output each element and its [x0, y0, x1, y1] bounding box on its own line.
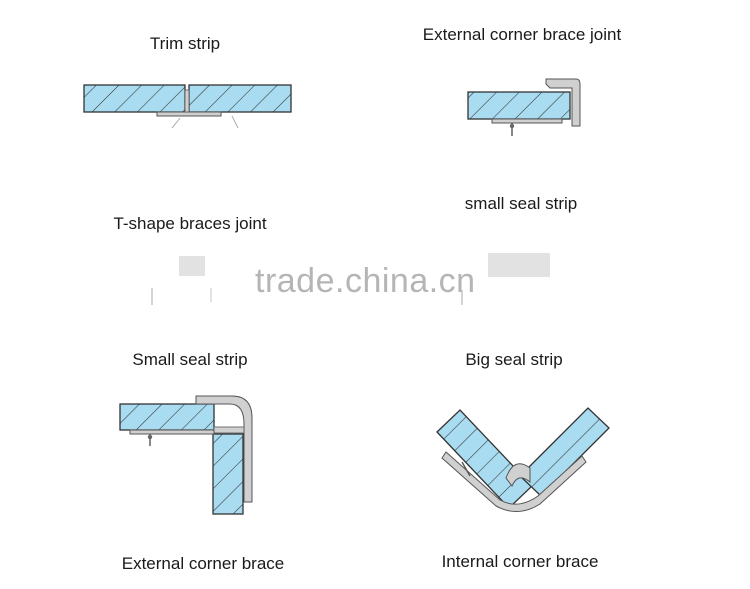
t-profile [179, 256, 205, 276]
internal-corner-brace-diagram [436, 407, 610, 512]
label-t-shape-braces-joint: T-shape braces joint [113, 214, 267, 233]
bottom-profile [129, 429, 215, 435]
label-internal-corner-brace: Internal corner brace [441, 552, 599, 571]
seal-profile [505, 463, 531, 487]
panel-right [188, 84, 292, 113]
corner-profile [441, 451, 587, 512]
label-small-seal-strip-top: small seal strip [464, 194, 578, 213]
trim-stem [184, 89, 190, 113]
label-external-corner-brace-joint: External corner brace joint [422, 25, 622, 44]
label-big-seal-strip: Big seal strip [465, 350, 563, 369]
label-small-seal-strip: Small seal strip [132, 350, 248, 369]
small-seal-strip-top-diagram [461, 253, 550, 305]
inner-profile [213, 426, 245, 434]
trim-profile [156, 111, 222, 117]
watermark: trade.china.cn [255, 262, 476, 300]
panel-horizontal [119, 403, 215, 431]
trim-strip-diagram [83, 84, 292, 129]
panel-vertical [212, 433, 244, 515]
t-shape-braces-joint-diagram [151, 256, 212, 305]
screw [461, 461, 471, 477]
external-corner-brace-diagram [119, 395, 253, 515]
bottom-profile [491, 118, 563, 124]
leader-line [231, 115, 239, 129]
panel-right [519, 407, 610, 497]
external-corner-brace-joint-diagram [467, 78, 581, 136]
seal-profile [488, 253, 550, 277]
screw-head [509, 123, 515, 129]
label-trim-strip: Trim strip [149, 34, 221, 53]
panel [467, 91, 571, 120]
panel-left [83, 84, 186, 113]
corner-profile [195, 395, 253, 503]
label-external-corner-brace: External corner brace [121, 554, 285, 573]
screw-head [147, 434, 153, 440]
corner-profile [545, 78, 581, 127]
leader-line [171, 117, 181, 129]
